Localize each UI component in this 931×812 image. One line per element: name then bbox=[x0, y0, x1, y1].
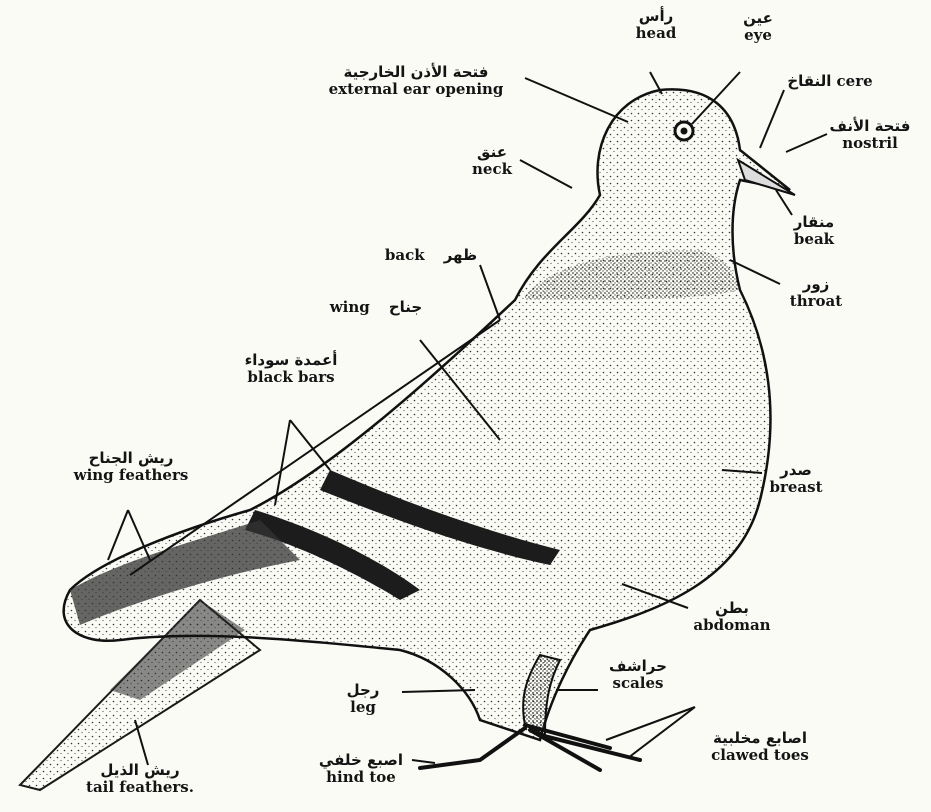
label-wing: wing جناح bbox=[316, 298, 436, 316]
label-clawed-toes-ar: اصابع مخلبية bbox=[690, 730, 830, 747]
leader-cere bbox=[760, 90, 784, 148]
label-cere-en: cere bbox=[837, 72, 873, 90]
label-abdomen: بطن abdoman bbox=[682, 600, 782, 635]
label-throat-en: throat bbox=[776, 293, 856, 310]
label-black-bars-ar: أعمدة سوداء bbox=[226, 352, 356, 369]
label-head: رأس head bbox=[626, 8, 686, 43]
label-eye-en: eye bbox=[728, 27, 788, 44]
label-neck-en: neck bbox=[462, 161, 522, 178]
leader-tail-feathers bbox=[135, 720, 148, 765]
label-throat-ar: زور bbox=[776, 276, 856, 293]
label-black-bars-en: black bars bbox=[226, 369, 356, 386]
label-eye: عين eye bbox=[728, 10, 788, 45]
label-back: back ظهر bbox=[376, 246, 486, 264]
label-breast-en: breast bbox=[756, 479, 836, 496]
label-nostril-ar: فتحة الأنف bbox=[818, 118, 922, 135]
label-cere-ar: النقاخ bbox=[787, 72, 831, 90]
label-head-en: head bbox=[626, 25, 686, 42]
label-tail-feathers-ar: ريش الذيل bbox=[60, 762, 220, 779]
label-leg-en: leg bbox=[328, 699, 398, 716]
label-black-bars: أعمدة سوداء black bars bbox=[226, 352, 356, 387]
label-scales: حراشف scales bbox=[596, 658, 680, 693]
label-back-ar: ظهر bbox=[444, 246, 477, 264]
label-breast-ar: صدر bbox=[756, 462, 836, 479]
label-head-ar: رأس bbox=[626, 8, 686, 25]
label-leg-ar: رجل bbox=[328, 682, 398, 699]
label-scales-en: scales bbox=[596, 675, 680, 692]
label-eye-ar: عين bbox=[728, 10, 788, 27]
leader-ear bbox=[525, 78, 628, 122]
label-ear-ar: فتحة الأذن الخارجية bbox=[296, 64, 536, 81]
label-wing-en: wing bbox=[330, 298, 370, 316]
leader-neck bbox=[520, 160, 572, 188]
label-ear-en: external ear opening bbox=[296, 81, 536, 98]
label-tail-feathers-en: tail feathers. bbox=[60, 779, 220, 796]
label-scales-ar: حراشف bbox=[596, 658, 680, 675]
label-back-en: back bbox=[385, 246, 425, 264]
label-tail-feathers: ريش الذيل tail feathers. bbox=[60, 762, 220, 797]
toes-shape bbox=[420, 725, 640, 770]
leader-back bbox=[480, 265, 500, 320]
label-throat: زور throat bbox=[776, 276, 856, 311]
label-leg: رجل leg bbox=[328, 682, 398, 717]
eye-pupil bbox=[681, 128, 688, 135]
label-hind-toe-en: hind toe bbox=[306, 769, 416, 786]
label-beak: منقار beak bbox=[784, 214, 844, 249]
label-wing-feathers-en: wing feathers bbox=[56, 467, 206, 484]
leader-clawed-toes bbox=[606, 707, 695, 758]
label-nostril: فتحة الأنف nostril bbox=[818, 118, 922, 153]
label-hind-toe: اصبع خلفي hind toe bbox=[306, 752, 416, 787]
label-breast: صدر breast bbox=[756, 462, 836, 497]
label-beak-ar: منقار bbox=[784, 214, 844, 231]
label-neck-ar: عنق bbox=[462, 144, 522, 161]
label-wing-feathers-ar: ريش الجناح bbox=[56, 450, 206, 467]
label-abdomen-ar: بطن bbox=[682, 600, 782, 617]
label-beak-en: beak bbox=[784, 231, 844, 248]
label-clawed-toes-en: clawed toes bbox=[690, 747, 830, 764]
label-nostril-en: nostril bbox=[818, 135, 922, 152]
label-clawed-toes: اصابع مخلبية clawed toes bbox=[690, 730, 830, 765]
beak-shape bbox=[738, 160, 795, 195]
label-abdomen-en: abdoman bbox=[682, 617, 782, 634]
label-wing-ar: جناح bbox=[389, 298, 422, 316]
label-wing-feathers: ريش الجناح wing feathers bbox=[56, 450, 206, 485]
label-external-ear-opening: فتحة الأذن الخارجية external ear opening bbox=[296, 64, 536, 99]
label-cere: النقاخ cere bbox=[770, 72, 890, 90]
label-hind-toe-ar: اصبع خلفي bbox=[306, 752, 416, 769]
label-neck: عنق neck bbox=[462, 144, 522, 179]
